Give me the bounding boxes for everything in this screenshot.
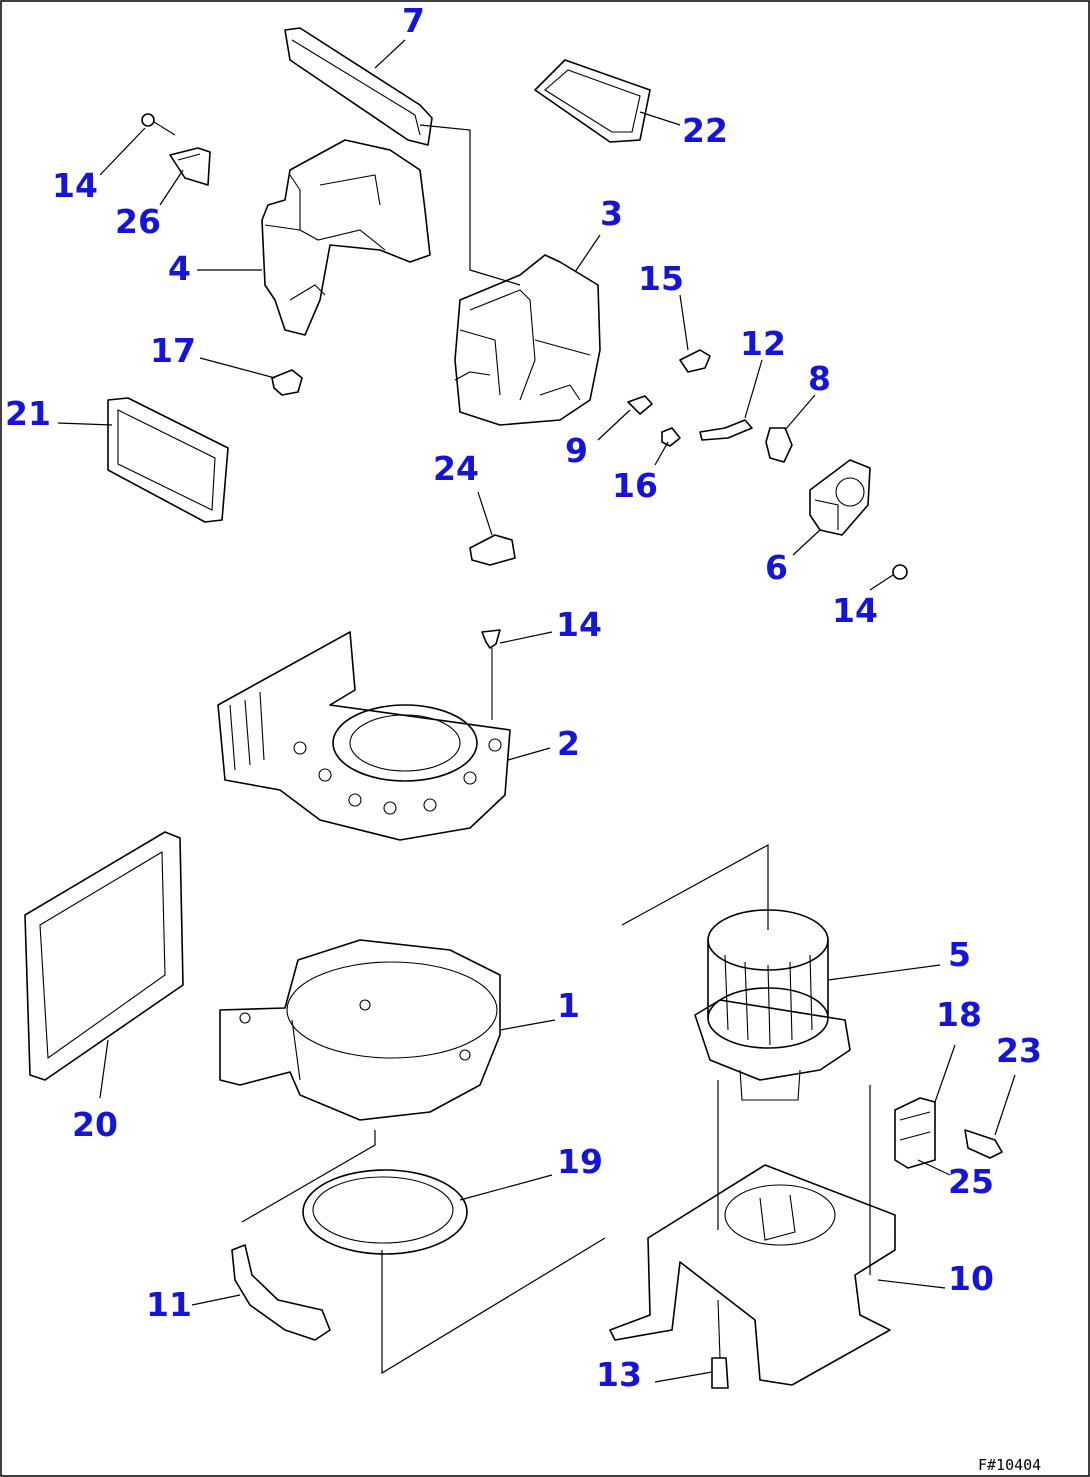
callout-11: 11: [146, 1285, 192, 1324]
callout-7: 7: [402, 1, 425, 40]
part-12-rod: [699, 419, 753, 441]
callout-17: 17: [150, 331, 196, 370]
callout-5: 5: [948, 935, 971, 974]
part-8-bushing: [765, 427, 793, 463]
part-18-resistor: [894, 1097, 936, 1169]
callout-24: 24: [433, 449, 479, 488]
callout-23: 23: [996, 1031, 1042, 1070]
callout-26: 26: [115, 202, 161, 241]
part-16-clip: [661, 427, 681, 447]
callout-15: 15: [638, 259, 684, 298]
callout-10: 10: [948, 1259, 994, 1298]
assembly-lines: [241, 843, 769, 1375]
callout-8: 8: [808, 359, 831, 398]
callout-9: 9: [565, 431, 588, 470]
callout-labels: 7 22 14 26 3 4 15 12 8 17 21 9 16 24 6 1…: [5, 1, 1042, 1394]
callout-3: 3: [600, 194, 623, 233]
part-2-scroll-case: [217, 631, 511, 841]
part-20-gasket: [24, 831, 184, 1081]
part-17-clip: [271, 369, 303, 396]
part-14-screw-top: [141, 113, 176, 136]
part-7-duct-plate: [284, 27, 521, 286]
part-21-gasket: [107, 397, 229, 523]
callout-20: 20: [72, 1105, 118, 1144]
callout-14: 14: [52, 166, 98, 205]
part-3-blower-case: [454, 254, 601, 426]
part-14-screw-middle: [481, 629, 501, 720]
part-4-upper-housing: [261, 139, 431, 336]
callout-2: 2: [557, 724, 580, 763]
part-5-blower-motor: [694, 909, 851, 1230]
part-15-pin: [679, 349, 711, 373]
part-10-bracket: [609, 1085, 896, 1386]
part-9-lever: [627, 395, 653, 415]
part-1-scroll-case-lower: [219, 939, 501, 1121]
callout-13: 13: [596, 1355, 642, 1394]
part-14-screw-right: [892, 564, 908, 580]
callout-25: 25: [948, 1162, 994, 1201]
drawing-code: F#10404: [978, 1456, 1041, 1474]
part-13-bolt: [711, 1299, 729, 1389]
part-24-clip: [469, 534, 516, 566]
callout-1: 1: [557, 986, 580, 1025]
callout-22: 22: [682, 111, 728, 150]
callout-16: 16: [612, 466, 658, 505]
part-22-gasket: [534, 59, 651, 143]
callout-14: 14: [832, 591, 878, 630]
part-19-ring: [302, 1169, 468, 1255]
callout-4: 4: [168, 249, 191, 288]
part-11-hose: [231, 1244, 331, 1341]
part-23-screw: [964, 1129, 1003, 1159]
callout-18: 18: [936, 995, 982, 1034]
callout-12: 12: [740, 324, 786, 363]
callout-19: 19: [557, 1142, 603, 1181]
leader-lines: [57, 39, 1016, 1383]
callout-21: 21: [5, 394, 51, 433]
callout-6: 6: [765, 548, 788, 587]
part-26-clip: [169, 147, 211, 186]
callout-14: 14: [556, 605, 602, 644]
part-6-actuator: [809, 459, 871, 536]
